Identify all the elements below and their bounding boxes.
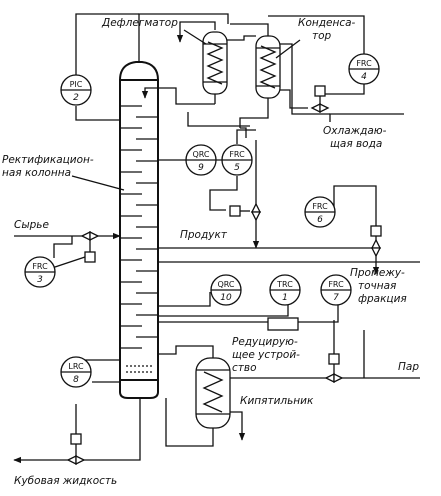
bottoms-label: Кубовая жидкость — [14, 475, 117, 487]
intermediate-label-3: фракция — [358, 293, 407, 305]
feed-label: Сырье — [14, 219, 49, 231]
product-valve — [229, 202, 262, 222]
condenser — [255, 35, 281, 99]
svg-text:7: 7 — [333, 293, 339, 303]
reducing-device — [158, 292, 339, 331]
product-label: Продукт — [180, 229, 228, 241]
svg-text:QRC: QRC — [217, 280, 234, 289]
intermediate-label-2: точная — [358, 280, 396, 292]
reducer-label-1: Редуцирую- — [232, 336, 298, 348]
cooling-water-valve — [310, 85, 330, 114]
reboiler — [158, 345, 246, 447]
svg-text:FRC: FRC — [312, 202, 328, 211]
instrument-frc-5: FRC 5 — [221, 144, 253, 176]
overhead-vapor-line — [138, 13, 229, 62]
condenser-label-2: тор — [312, 30, 332, 42]
svg-text:4: 4 — [361, 72, 367, 82]
instrument-frc-4: FRC 4 — [348, 53, 380, 85]
reducer-label-2: щее устрой- — [232, 349, 300, 361]
column-trays — [120, 105, 158, 349]
cooling-water-label-2: щая вода — [330, 138, 382, 150]
instrument-trc-1: TRC 1 — [269, 274, 301, 306]
svg-text:FRC: FRC — [32, 262, 48, 271]
rectification-column — [119, 61, 159, 399]
bottoms-line — [13, 359, 141, 466]
svg-text:LRC: LRC — [68, 362, 84, 371]
intermediate-label-1: Промежу- — [350, 267, 405, 279]
column-label-2: ная колонна — [2, 167, 71, 179]
feed-line — [14, 230, 121, 273]
condenser-label-1: Конденса- — [298, 17, 356, 29]
svg-text:FRC: FRC — [328, 280, 344, 289]
dephlegmator — [202, 31, 228, 104]
svg-text:5: 5 — [234, 163, 240, 173]
intermediate-fraction-line — [158, 185, 420, 275]
svg-text:PIC: PIC — [70, 80, 83, 89]
instrument-frc-7: FRC 7 — [320, 274, 352, 306]
column-label-1: Ректификацион- — [2, 154, 94, 166]
svg-text:10: 10 — [220, 293, 232, 303]
svg-text:QRC: QRC — [192, 150, 209, 159]
instrument-lrc-8: LRC 8 — [60, 356, 92, 388]
dephlegmator-label: Дефлегматор — [101, 17, 178, 29]
reboiler-label: Кипятильник — [240, 395, 314, 407]
svg-text:TRC: TRC — [276, 280, 293, 289]
reducer-label-3: ство — [232, 362, 257, 374]
reflux-line — [141, 87, 215, 105]
distillate-line — [239, 98, 269, 128]
svg-text:FRC: FRC — [356, 59, 372, 68]
cooling-water-label-1: Охлаждаю- — [323, 125, 387, 137]
instrument-qrc-9: QRC 9 — [185, 144, 217, 176]
vapor-to-condenser — [227, 35, 256, 41]
svg-text:9: 9 — [198, 163, 204, 173]
instrument-frc-3: FRC 3 — [24, 256, 56, 288]
steam-label: Пар — [398, 361, 419, 373]
instrument-frc-6: FRC 6 — [304, 196, 336, 228]
svg-text:FRC: FRC — [229, 150, 245, 159]
svg-text:6: 6 — [317, 215, 323, 225]
svg-text:2: 2 — [73, 93, 79, 103]
instrument-qrc-10: QRC 10 — [210, 274, 242, 306]
svg-text:8: 8 — [73, 375, 79, 385]
svg-text:3: 3 — [37, 275, 43, 285]
steam-line — [230, 320, 420, 384]
instrument-pic-2: PIC 2 — [60, 74, 92, 106]
cooling-water-line — [329, 113, 404, 122]
svg-text:1: 1 — [282, 293, 288, 303]
